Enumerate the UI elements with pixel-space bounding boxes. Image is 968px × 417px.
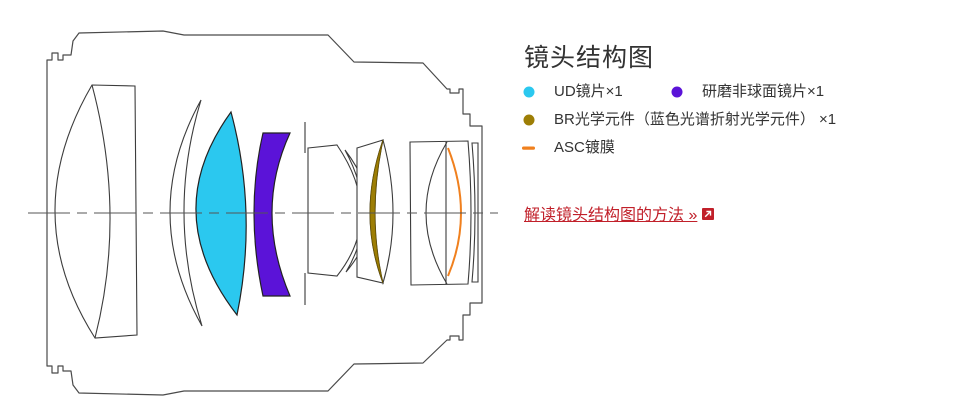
legend-row-2: BR光学元件（蓝色光谱折射光学元件） ×1 (522, 110, 966, 130)
legend-label-aspherical: 研磨非球面镜片×1 (702, 83, 825, 100)
lens-element-meniscus (169, 99, 203, 327)
legend: UD镜片×1 研磨非球面镜片×1 BR光学元件（蓝色光谱折射光学元件） ×1 (522, 82, 966, 166)
br-element (369, 139, 384, 284)
lens-element-front-doublet (54, 84, 138, 339)
barrel-outline (46, 30, 483, 396)
lens-diagram (28, 30, 498, 396)
aspherical-element (253, 132, 291, 297)
br-dot-icon (522, 113, 536, 127)
ud-element (195, 110, 247, 317)
legend-item-br: BR光学元件（蓝色光谱折射光学元件） ×1 (522, 110, 836, 130)
legend-row-1: UD镜片×1 研磨非球面镜片×1 (522, 82, 966, 102)
legend-row-3: ASC镀膜 (522, 138, 966, 158)
legend-item-ud: UD镜片×1 (522, 82, 670, 102)
ud-dot-icon (522, 85, 536, 99)
asc-dash-icon (522, 141, 536, 155)
how-to-read-link[interactable]: 解读镜头结构图的方法 » (524, 207, 698, 224)
legend-label-ud: UD镜片×1 (554, 83, 623, 100)
legend-label-asc: ASC镀膜 (554, 139, 615, 156)
aspherical-dot-icon (670, 85, 684, 99)
how-to-read-link-row: 解读镜头结构图的方法 » (524, 201, 715, 225)
legend-label-br: BR光学元件（蓝色光谱折射光学元件） ×1 (554, 111, 837, 128)
page-title: 镜头结构图 (524, 43, 655, 72)
external-link-icon[interactable] (702, 207, 715, 220)
legend-item-aspherical: 研磨非球面镜片×1 (670, 82, 824, 102)
legend-item-asc: ASC镀膜 (522, 138, 615, 158)
